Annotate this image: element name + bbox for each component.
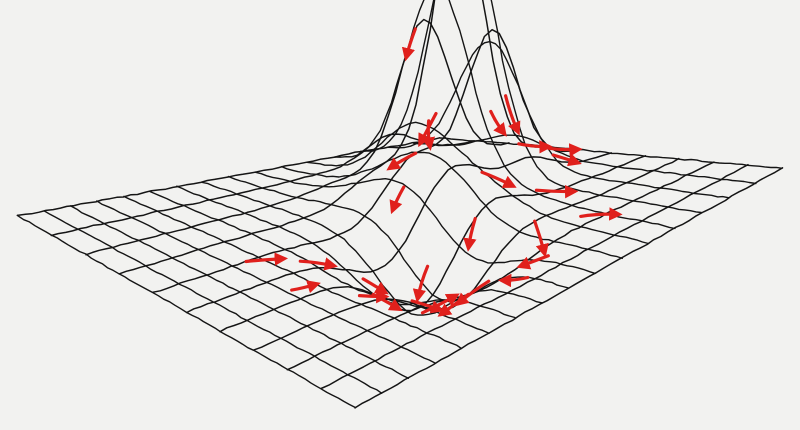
mesh-column-line — [439, 137, 783, 169]
downhill-arrow — [504, 94, 521, 136]
mesh-row-line — [152, 28, 578, 293]
downhill-arrow — [418, 111, 438, 148]
downhill-arrow — [361, 277, 389, 295]
mesh-column-line — [123, 195, 463, 350]
mesh-column-line — [386, 40, 730, 199]
mesh-column-line — [96, 200, 437, 364]
downhill-arrow — [463, 216, 477, 252]
downhill-arrow — [551, 153, 582, 167]
mesh-column-lines — [16, 0, 783, 409]
downhill-arrow — [386, 151, 418, 171]
downhill-arrow — [533, 219, 549, 258]
mesh-row-line — [320, 163, 749, 390]
downhill-arrow — [480, 170, 517, 188]
downhill-arrow — [517, 140, 553, 154]
mesh-column-line — [16, 214, 357, 409]
mesh-column-line — [334, 0, 676, 230]
mesh-column-line — [307, 121, 650, 245]
mesh-row-line — [354, 167, 784, 409]
mesh-column-line — [360, 0, 702, 214]
downhill-arrow — [389, 185, 406, 215]
downhill-arrow — [401, 27, 417, 62]
downhill-arrow — [412, 264, 430, 303]
mesh-row-line — [253, 157, 680, 351]
downhill-arrow — [455, 279, 491, 307]
downhill-arrow — [579, 207, 623, 221]
mesh-column-line — [413, 134, 757, 185]
downhill-arrow — [290, 280, 321, 294]
mesh-column-line — [227, 175, 569, 303]
mesh-column-line — [280, 151, 623, 260]
mesh-column-line — [69, 205, 410, 379]
mesh-row-line — [286, 161, 715, 371]
downhill-arrow — [489, 109, 507, 137]
mesh-column-line — [43, 210, 383, 394]
downhill-arrow — [534, 184, 579, 199]
downhill-arrow — [357, 289, 390, 304]
downhill-arrow — [298, 257, 338, 271]
downhill-arrow — [244, 252, 289, 266]
mesh-column-line — [201, 181, 544, 316]
downhill-arrow — [547, 143, 583, 157]
gradient-arrows — [244, 27, 623, 317]
downhill-arrow — [497, 273, 530, 288]
